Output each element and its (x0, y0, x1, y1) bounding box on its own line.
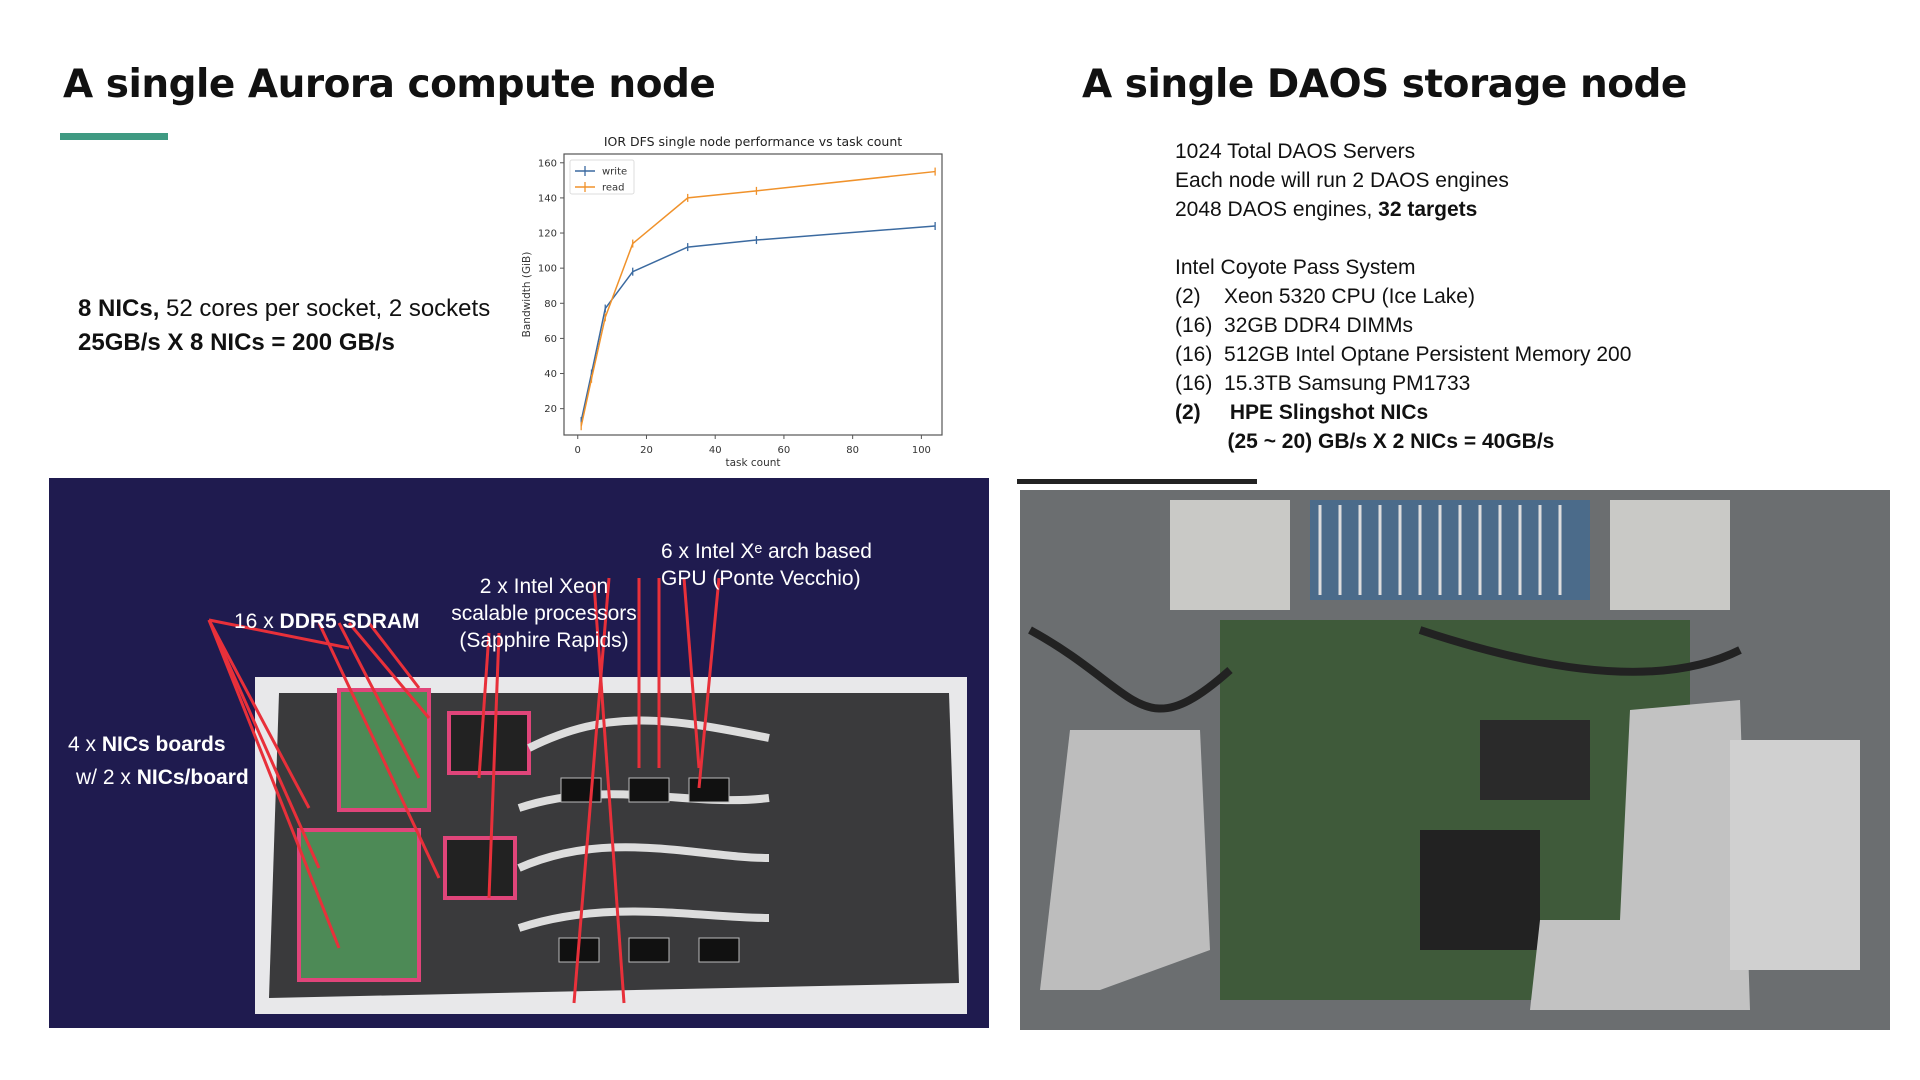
x-tick-label: 0 (575, 445, 581, 456)
x-tick-label: 80 (846, 445, 859, 456)
x-tick-label: 20 (640, 445, 653, 456)
y-tick-label: 20 (544, 404, 557, 415)
spec-line: (16) 512GB Intel Optane Persistent Memor… (1175, 343, 1632, 366)
y-tick-label: 40 (544, 369, 557, 380)
y-tick-label: 100 (538, 264, 557, 275)
accent-bar (60, 133, 168, 140)
cpu-label-3: (Sapphire Rapids) (459, 629, 629, 652)
gpu-label: 6 x Intel Xᵉ arch based (661, 540, 872, 563)
spec-line: 2048 DAOS engines, 32 targets (1175, 195, 1631, 224)
core-info: 52 cores per socket, 2 sockets (159, 295, 491, 322)
cpu-label: 2 x Intel Xeon (479, 575, 609, 598)
compute-node-photo (207, 577, 967, 1014)
spec-line: Intel Coyote Pass System (1175, 256, 1416, 279)
chart-title: IOR DFS single node performance vs task … (604, 134, 902, 149)
gpu-label-2: GPU (Ponte Vecchio) (661, 567, 861, 590)
daos-spec-list: 1024 Total DAOS Servers Each node will r… (1175, 137, 1631, 456)
nic-summary: 8 NICs, 52 cores per socket, 2 sockets (78, 295, 490, 323)
right-title: A single DAOS storage node (1082, 62, 1687, 107)
divider (1017, 479, 1257, 484)
x-axis-label: task count (725, 457, 780, 469)
engines-text: 2048 DAOS engines, (1175, 198, 1379, 221)
spec-line: (25 ~ 20) GB/s X 2 NICs = 40GB/s (1175, 430, 1555, 453)
x-tick-label: 60 (778, 445, 791, 456)
spec-line: 1024 Total DAOS Servers (1175, 140, 1416, 163)
spec-line: (16) 32GB DDR4 DIMMs (1175, 314, 1414, 337)
ddr-label: 16 x DDR5 SDRAM (234, 610, 420, 633)
spec-line: (16) 15.3TB Samsung PM1733 (1175, 372, 1471, 395)
y-tick-label: 60 (544, 334, 557, 345)
left-title: A single Aurora compute node (63, 62, 716, 107)
cpu-label-2: scalable processors (451, 602, 637, 625)
legend-label-read: read (602, 183, 625, 194)
x-tick-label: 100 (912, 445, 931, 456)
y-tick-label: 120 (538, 229, 557, 240)
targets-text: 32 targets (1378, 198, 1478, 221)
y-tick-label: 140 (538, 193, 557, 204)
spec-line: Each node will run 2 DAOS engines (1175, 169, 1509, 192)
y-tick-label: 160 (538, 158, 557, 169)
spec-line: (2) HPE Slingshot NICs (1175, 401, 1429, 424)
y-axis-label: Bandwidth (GiB) (521, 252, 533, 338)
bandwidth-calc: 25GB/s X 8 NICs = 200 GB/s (78, 329, 395, 356)
legend-box (569, 159, 635, 195)
y-tick-label: 80 (544, 299, 557, 310)
performance-chart: IOR DFS single node performance vs task … (521, 134, 943, 469)
x-tick-label: 40 (709, 445, 722, 456)
nic-count: 8 NICs, (78, 295, 160, 322)
spec-line: (2) Xeon 5320 CPU (Ice Lake) (1175, 285, 1475, 308)
plot-area (563, 153, 943, 436)
storage-node-photo (1020, 490, 1890, 1030)
legend-label-write: write (602, 167, 627, 178)
